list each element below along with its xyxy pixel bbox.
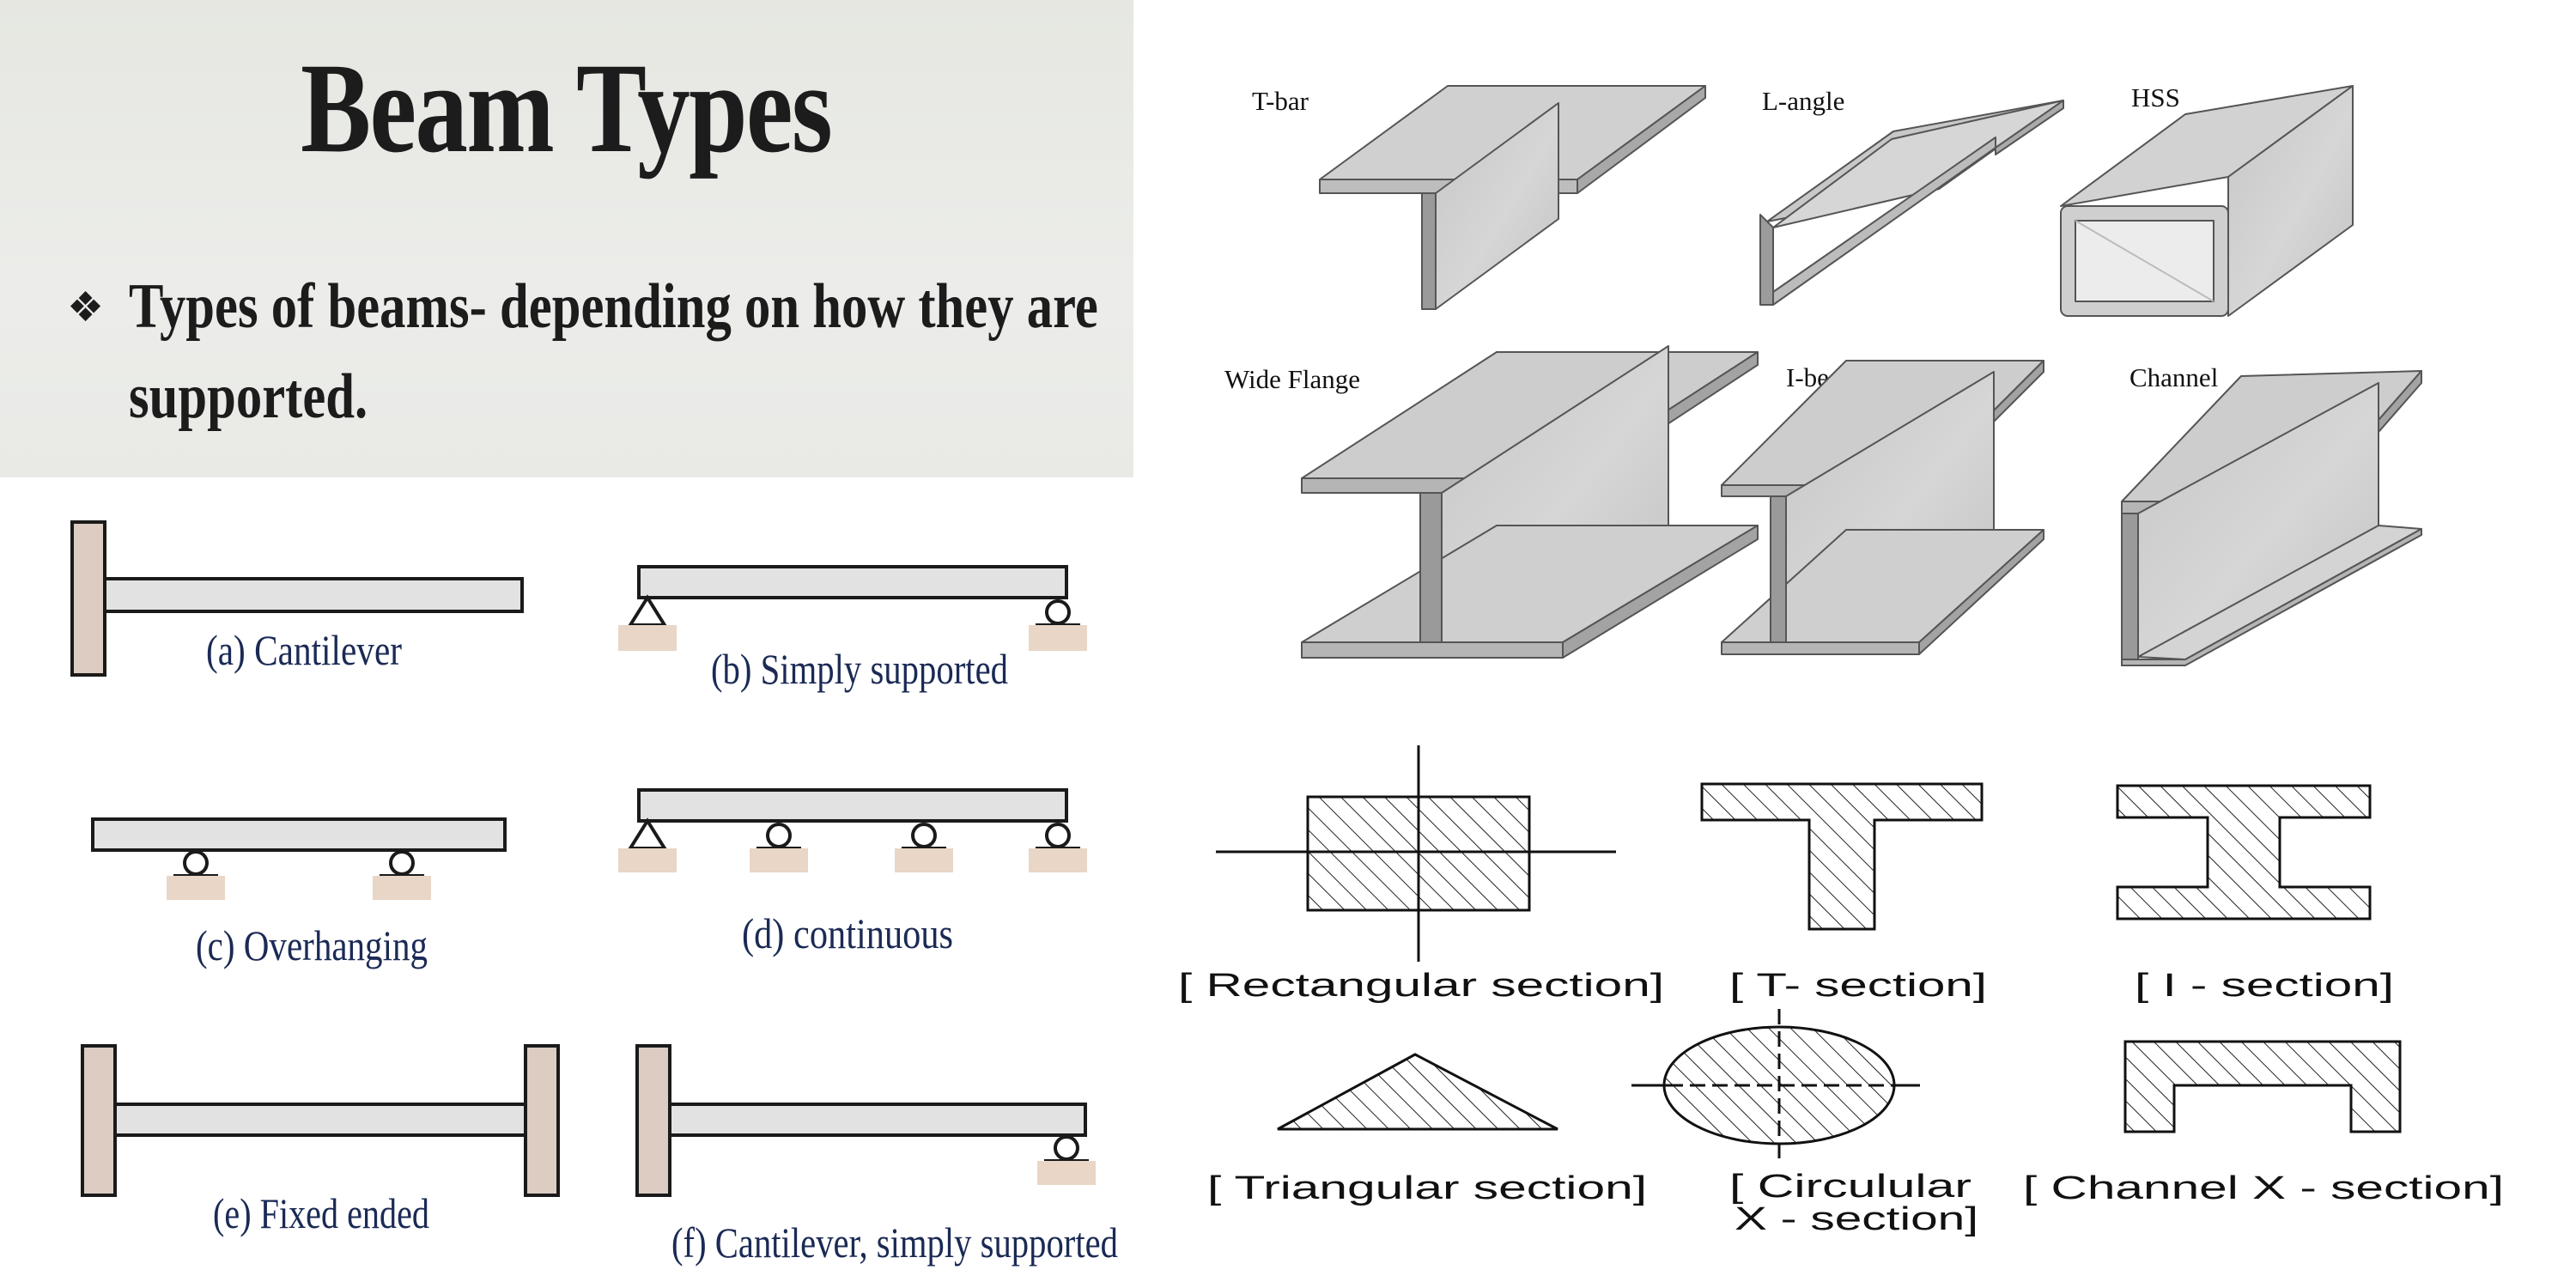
title-panel: Beam Types ❖ Types of beams- depending o… bbox=[0, 0, 1133, 477]
support-diagrams: (a) Cantilever (b) Simply supported (c) … bbox=[70, 520, 1118, 1267]
caption-continuous: (d) continuous bbox=[742, 909, 953, 957]
caption-t-section: [ T- section] bbox=[1729, 968, 1987, 1004]
page-title: Beam Types bbox=[301, 37, 833, 179]
sections-panel: T-bar L-angle HSS Wide Flange I-beam Cha… bbox=[1133, 0, 2576, 1288]
continuous-diagram bbox=[618, 788, 1087, 872]
label-l-angle: L-angle bbox=[1762, 86, 1844, 116]
t-section bbox=[1700, 782, 1984, 931]
wide-flange-shape bbox=[1301, 345, 1759, 659]
cantilever-diagram bbox=[70, 520, 524, 677]
label-hss: HSS bbox=[2131, 82, 2180, 112]
channel-x-section bbox=[2123, 1040, 2402, 1133]
fixed-ended-diagram bbox=[81, 1044, 560, 1197]
diamond-bullet-icon: ❖ bbox=[67, 283, 105, 331]
steel-shapes-diagram: T-bar L-angle HSS Wide Flange I-beam Cha… bbox=[1178, 82, 2504, 1237]
caption-overhanging: (c) Overhanging bbox=[196, 921, 428, 969]
caption-simply-supported: (b) Simply supported bbox=[711, 645, 1008, 693]
support-diagrams-panel: (a) Cantilever (b) Simply supported (c) … bbox=[9, 477, 1133, 1288]
hss-shape bbox=[2060, 85, 2354, 317]
caption-cantilever-simply-supported: (f) Cantilever, simply supported bbox=[671, 1218, 1118, 1267]
circular-section bbox=[1631, 1009, 1920, 1161]
caption-circular-section-line-2: X - section] bbox=[1735, 1201, 1978, 1237]
t-bar-shape bbox=[1319, 85, 1706, 310]
caption-fixed-ended: (e) Fixed ended bbox=[213, 1189, 429, 1237]
l-angle-shape bbox=[1759, 100, 2064, 306]
simply-supported-diagram bbox=[618, 565, 1087, 651]
caption-i-section: [ I - section] bbox=[2135, 968, 2394, 1004]
caption-triangular-section: [ Triangular section] bbox=[1207, 1170, 1647, 1206]
cantilever-simply-supported-diagram bbox=[635, 1044, 1096, 1197]
caption-cantilever: (a) Cantilever bbox=[206, 626, 402, 674]
overhanging-diagram bbox=[91, 817, 507, 900]
rectangular-section bbox=[1216, 745, 1616, 962]
channel-shape bbox=[2121, 370, 2422, 666]
triangular-section bbox=[1277, 1053, 1558, 1131]
caption-circular-section-line-1: [ Circulular bbox=[1729, 1169, 1972, 1205]
caption-rectangular-section: [ Rectangular section] bbox=[1178, 968, 1664, 1004]
bullet-text-line-1: Types of beams- depending on how they ar… bbox=[129, 271, 1098, 342]
cross-sections bbox=[1216, 745, 2402, 1161]
label-t-bar: T-bar bbox=[1252, 86, 1309, 116]
label-channel: Channel bbox=[2129, 362, 2218, 392]
i-section bbox=[2116, 784, 2372, 920]
caption-channel-x-section: [ Channel X - section] bbox=[2023, 1170, 2504, 1206]
bullet-text-line-2: supported. bbox=[129, 361, 368, 432]
i-beam-shape bbox=[1721, 360, 2044, 655]
label-wide-flange: Wide Flange bbox=[1224, 364, 1360, 394]
